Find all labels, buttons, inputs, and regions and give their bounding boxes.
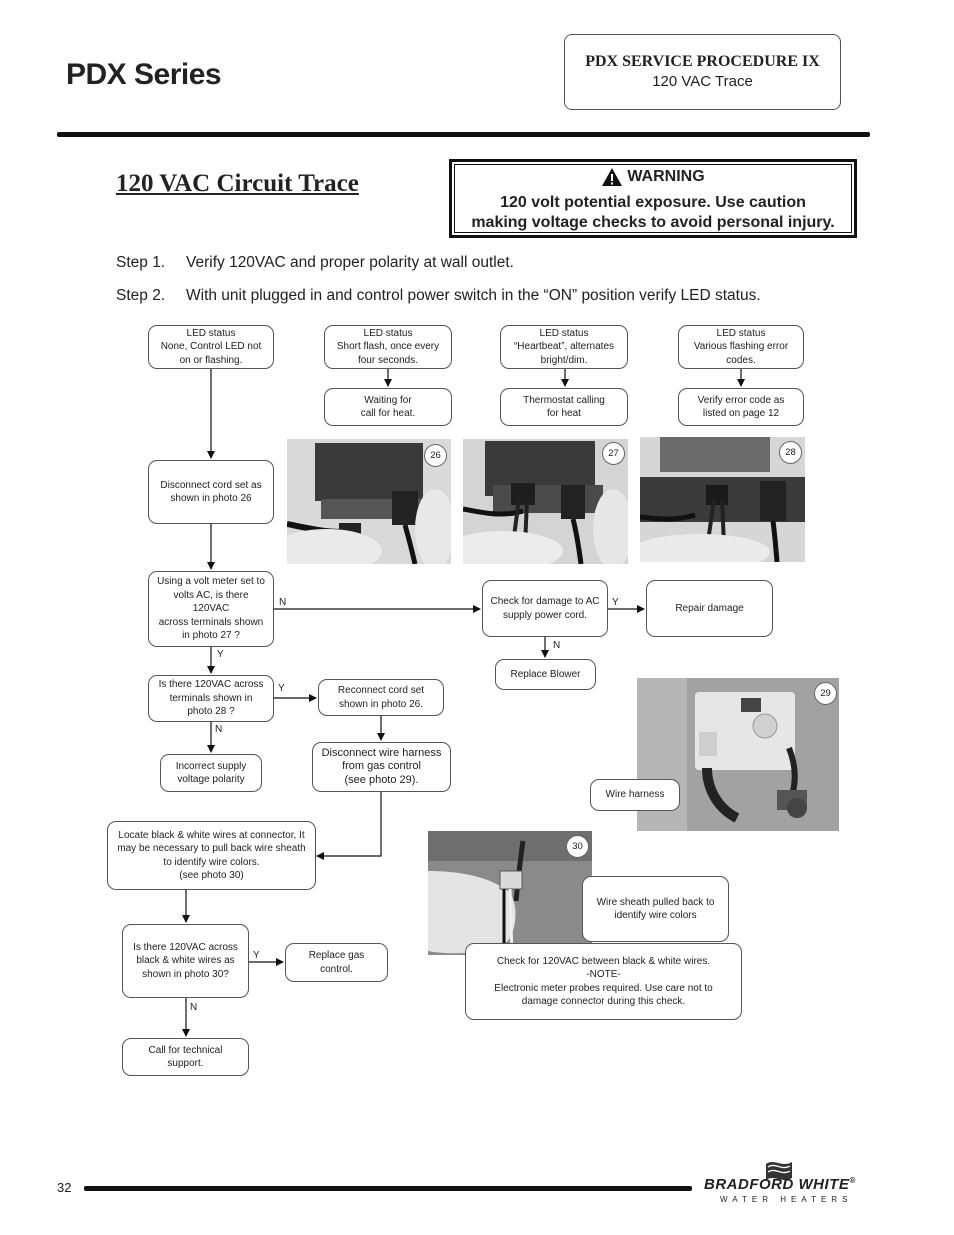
- photo-number-badge: 27: [602, 442, 625, 465]
- branch-label-n: N: [553, 640, 561, 651]
- locate-wires-box: Locate black & white wires at connector,…: [107, 821, 316, 890]
- led-various-box: LED status Various flashing error codes.: [678, 325, 804, 369]
- replace-blower-box: Replace Blower: [495, 659, 596, 690]
- photo-number-badge: 26: [424, 444, 447, 467]
- brand-registered: ®: [849, 1176, 856, 1185]
- brand-name: BRADFORD WHITE: [704, 1176, 850, 1193]
- series-title: PDX Series: [66, 58, 222, 91]
- warning-triangle-icon: [602, 168, 623, 186]
- step-label: Step 1.: [116, 254, 166, 271]
- check-damage-box: Check for damage to AC supply power cord…: [482, 580, 608, 637]
- step-text: Verify 120VAC and proper polarity at wal…: [186, 254, 514, 271]
- step-1: Step 1. Verify 120VAC and proper polarit…: [116, 254, 514, 272]
- verify-error-code-box: Verify error code as listed on page 12: [678, 388, 804, 426]
- branch-label-n: N: [215, 724, 223, 735]
- step-2: Step 2. With unit plugged in and control…: [116, 287, 761, 305]
- photo-number-badge: 30: [566, 835, 589, 858]
- repair-damage-box: Repair damage: [646, 580, 773, 637]
- terminals-28-question-box: Is there 120VAC across terminals shown i…: [148, 675, 274, 722]
- warning-line-2: making voltage checks to avoid personal …: [471, 214, 835, 231]
- branch-label-y: Y: [612, 597, 619, 608]
- branch-label-n: N: [279, 597, 287, 608]
- led-short-flash-box: LED status Short flash, once every four …: [324, 325, 452, 369]
- replace-gas-control-box: Replace gas control.: [285, 943, 388, 982]
- flag-logo-icon: [766, 1162, 792, 1180]
- header-rule: [57, 132, 870, 137]
- procedure-subtitle: 120 VAC Trace: [652, 73, 753, 90]
- branch-label-y: Y: [278, 683, 285, 694]
- photo-number-badge: 28: [779, 441, 802, 464]
- photo-26: 26: [287, 439, 451, 564]
- procedure-box: PDX SERVICE PROCEDURE IX 120 VAC Trace: [564, 34, 841, 110]
- call-support-box: Call for technical support.: [122, 1038, 249, 1076]
- thermostat-calling-box: Thermostat calling for heat: [500, 388, 628, 426]
- led-heartbeat-box: LED status “Heartbeat”, alternates brigh…: [500, 325, 628, 369]
- bw-wires-question-box: Is there 120VAC across black & white wir…: [122, 924, 249, 998]
- footer-rule: [84, 1186, 692, 1191]
- wire-harness-callout: Wire harness: [590, 779, 680, 811]
- wire-sheath-callout: Wire sheath pulled back to identify wire…: [582, 876, 729, 942]
- led-none-box: LED status None, Control LED not on or f…: [148, 325, 274, 369]
- disconnect-cord-box: Disconnect cord set as shown in photo 26: [148, 460, 274, 524]
- photo-29: 29: [637, 678, 839, 831]
- branch-label-y: Y: [217, 649, 224, 660]
- step-label: Step 2.: [116, 287, 166, 304]
- photo-28: 28: [640, 437, 805, 562]
- warning-heading: WARNING: [627, 168, 705, 185]
- branch-label-n: N: [190, 1002, 198, 1013]
- photo-27: 27: [463, 439, 628, 564]
- check-bw-wires-box: Check for 120VAC between black & white w…: [465, 943, 742, 1020]
- section-title: 120 VAC Circuit Trace: [116, 170, 359, 197]
- warning-box: WARNING 120 volt potential exposure. Use…: [449, 159, 857, 238]
- photo-30: 30: [428, 831, 592, 955]
- reconnect-cord-box: Reconnect cord set shown in photo 26.: [318, 679, 444, 716]
- waiting-for-heat-box: Waiting for call for heat.: [324, 388, 452, 426]
- warning-line-1: 120 volt potential exposure. Use caution: [500, 194, 806, 211]
- procedure-title: PDX SERVICE PROCEDURE IX: [585, 53, 820, 70]
- photo-number-badge: 29: [814, 682, 837, 705]
- branch-label-y: Y: [253, 950, 260, 961]
- page-number: 32: [57, 1180, 72, 1195]
- step-text: With unit plugged in and control power s…: [186, 287, 761, 304]
- disconnect-harness-box: Disconnect wire harness from gas control…: [312, 742, 451, 792]
- volt-meter-question-box: Using a volt meter set to volts AC, is t…: [148, 571, 274, 647]
- brand-tagline: WATER HEATERS: [720, 1195, 853, 1204]
- incorrect-polarity-box: Incorrect supply voltage polarity: [160, 754, 262, 792]
